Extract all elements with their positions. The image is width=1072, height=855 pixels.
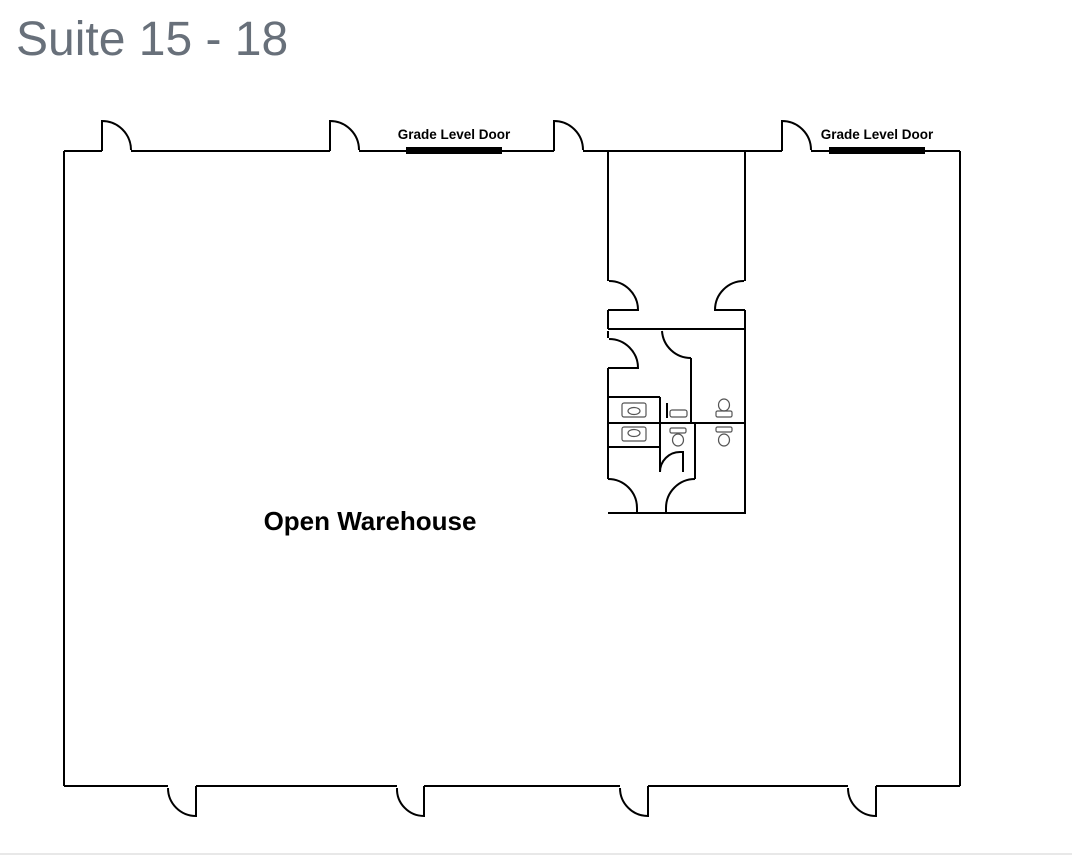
door-bottom-2 [395, 786, 425, 818]
open-warehouse-label: Open Warehouse [264, 506, 477, 536]
sink-icon [621, 402, 647, 418]
door-bottom-3 [619, 786, 649, 818]
bottom-divider [0, 853, 1072, 855]
toilet-icon [669, 409, 688, 418]
door-top-3 [553, 119, 584, 151]
office-door-left [608, 280, 640, 311]
restroom-door-lower-right [665, 478, 696, 513]
grade-level-door-label: Grade Level Door [398, 127, 511, 142]
door-top-4 [781, 119, 812, 151]
page-title: Suite 15 - 18 [16, 13, 289, 66]
door-bottom-1 [167, 786, 197, 818]
restroom-outer-walls [607, 329, 746, 514]
office-corridor-walls [607, 151, 746, 330]
restroom-door-upper-right [661, 330, 692, 360]
restroom-door-lower-left [607, 478, 638, 513]
toilet-icon [715, 398, 733, 418]
door-top-2 [329, 119, 360, 151]
sink-icon [621, 426, 647, 442]
restroom-inner-wall [608, 358, 745, 479]
grade-level-door-left [406, 147, 502, 154]
grade-level-door-label: Grade Level Door [821, 127, 934, 142]
office-door-right [713, 280, 745, 311]
door-bottom-4 [847, 786, 877, 818]
restroom-door-upper-left [608, 338, 640, 369]
grade-level-door-right [829, 147, 925, 154]
restroom-door-stall [659, 451, 684, 473]
toilet-icon [669, 427, 687, 447]
door-top-1 [101, 119, 132, 151]
toilet-icon [715, 426, 733, 447]
